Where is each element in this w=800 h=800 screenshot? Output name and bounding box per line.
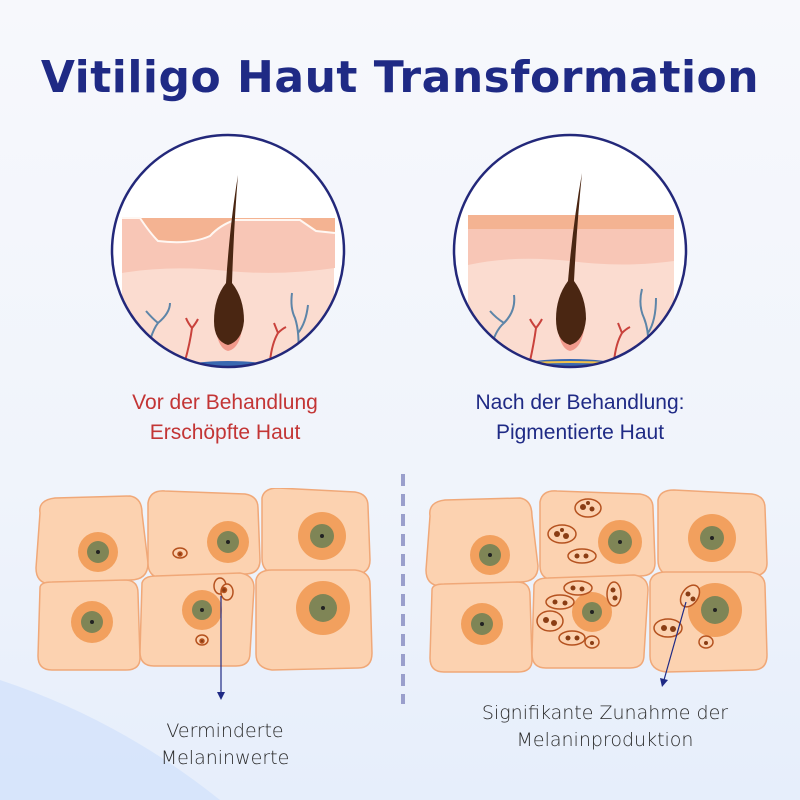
skin-before-icon [110, 133, 346, 369]
dashed-divider [401, 474, 405, 704]
cells-before-illustration [35, 488, 373, 700]
skin-after-icon [452, 133, 688, 369]
before-note-line1: Verminderte [166, 720, 284, 742]
before-caption-subtitle: Erschöpfte Haut [149, 421, 301, 444]
melanosomes [172, 547, 234, 646]
before-note: Verminderte Melaninwerte [105, 718, 345, 772]
arrow-down-icon [217, 692, 225, 700]
after-note-line1: Signifikante Zunahme der [481, 702, 729, 724]
before-note-line2: Melaninwerte [160, 747, 290, 769]
after-caption: Nach der Behandlung: Pigmentierte Haut [430, 388, 730, 448]
nuclei [71, 512, 350, 643]
after-note-line2: Melaninproduktion [516, 729, 694, 751]
before-caption: Vor der Behandlung Erschöpfte Haut [75, 388, 375, 448]
after-note: Signifikante Zunahme der Melaninprodukti… [420, 700, 790, 754]
cells-after-illustration [425, 489, 768, 687]
background-corner-shape [0, 680, 220, 800]
arrow-down-icon [660, 678, 668, 687]
melanosomes [536, 498, 714, 649]
after-caption-subtitle: Pigmentierte Haut [495, 421, 665, 444]
page-title: Vitiligo Haut Transformation [40, 52, 760, 103]
before-caption-title: Vor der Behandlung [132, 391, 318, 414]
after-caption-title: Nach der Behandlung: [475, 391, 685, 414]
nuclei [461, 514, 742, 645]
